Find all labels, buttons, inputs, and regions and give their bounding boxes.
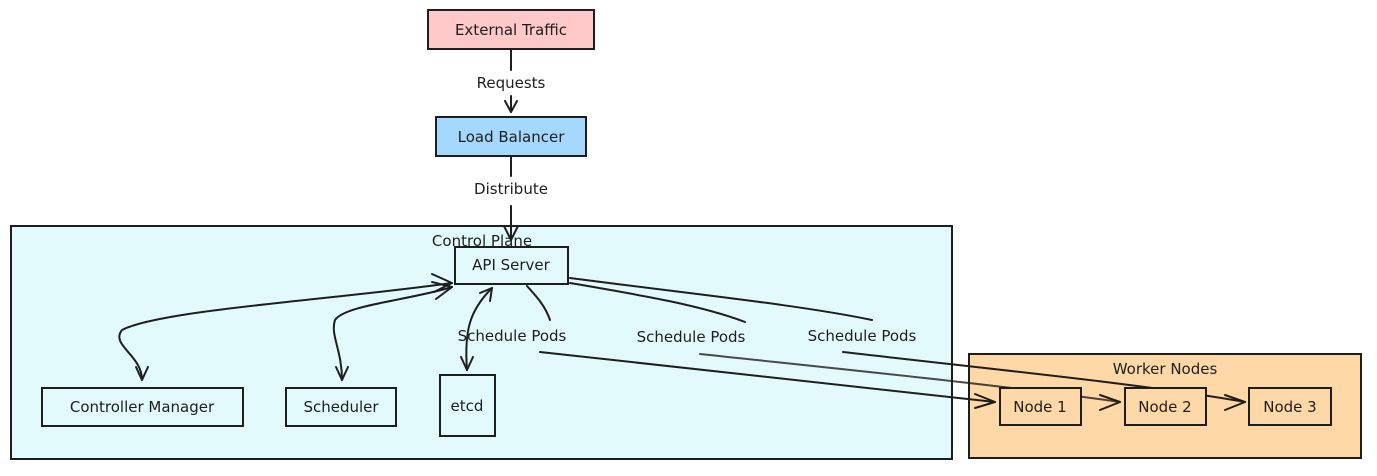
arrowhead-icon xyxy=(479,287,493,302)
edge-distribute-label: Distribute xyxy=(474,180,548,198)
arrowhead-icon xyxy=(431,281,453,300)
edge-schedule2-label: Schedule Pods xyxy=(637,328,746,346)
edge-scheduler-api-line xyxy=(332,286,453,381)
arrowhead-icon xyxy=(974,393,996,409)
node-api-server[interactable]: API Server xyxy=(454,246,569,285)
node-external-traffic-label: External Traffic xyxy=(455,21,567,39)
edge-etcd-api-line xyxy=(465,287,493,371)
node-node3-label: Node 3 xyxy=(1263,398,1316,416)
edge-distribute[interactable]: Distribute xyxy=(474,156,548,241)
edge-scheduler-api[interactable] xyxy=(332,281,453,381)
node-etcd[interactable]: etcd xyxy=(439,374,496,437)
node-etcd-box xyxy=(439,374,496,437)
arrowhead-icon xyxy=(504,100,518,113)
edge-schedule1-label: Schedule Pods xyxy=(458,327,567,345)
node-api-server-label: API Server xyxy=(472,256,551,274)
edge-requests-label: Requests xyxy=(477,74,546,92)
node-etcd-label: etcd xyxy=(451,397,484,415)
node-node2-label: Node 2 xyxy=(1138,398,1191,416)
node-api-server-box xyxy=(454,246,569,285)
node-node2-box xyxy=(1124,387,1207,426)
edge-schedule3-label: Schedule Pods xyxy=(808,327,917,345)
node-node3-box xyxy=(1248,387,1332,426)
node-controller-manager-label: Controller Manager xyxy=(70,398,215,416)
node-load-balancer-box xyxy=(435,116,587,157)
node-node1-label: Node 1 xyxy=(1013,398,1066,416)
node-controller-manager-box xyxy=(41,387,244,427)
node-node1[interactable]: Node 1 xyxy=(999,387,1082,426)
node-scheduler-box xyxy=(285,387,397,427)
edge-schedule-node1[interactable]: Schedule Pods xyxy=(458,285,996,409)
node-scheduler-label: Scheduler xyxy=(303,398,379,416)
node-external-traffic-box xyxy=(427,9,595,50)
arrowhead-icon xyxy=(503,225,519,241)
arrowhead-icon xyxy=(135,366,149,381)
node-scheduler[interactable]: Scheduler xyxy=(285,387,397,427)
edge-etcd-api[interactable] xyxy=(460,287,493,371)
edge-schedule3-line-top xyxy=(569,277,873,321)
node-load-balancer-label: Load Balancer xyxy=(458,128,566,146)
node-node1-box xyxy=(999,387,1082,426)
edge-schedule1-line-bottom xyxy=(539,351,996,403)
node-controller-manager[interactable]: Controller Manager xyxy=(41,387,244,427)
worker-nodes-label: Worker Nodes xyxy=(1113,360,1218,378)
edge-requests[interactable]: Requests xyxy=(477,49,546,113)
node-external-traffic[interactable]: External Traffic xyxy=(427,9,595,50)
node-node2[interactable]: Node 2 xyxy=(1124,387,1207,426)
arrowhead-icon xyxy=(1224,394,1246,411)
arrowhead-icon xyxy=(1099,394,1121,411)
node-node3[interactable]: Node 3 xyxy=(1248,387,1332,426)
edge-cm-api-line xyxy=(118,282,453,381)
edge-schedule2-line-top xyxy=(569,282,746,323)
arrowhead-icon xyxy=(460,356,474,371)
control-plane-label: Control Plane xyxy=(432,232,532,250)
arrowhead-icon xyxy=(431,273,453,293)
arrowhead-icon xyxy=(335,366,349,381)
edge-controller-manager-api[interactable] xyxy=(118,273,453,381)
edge-schedule1-line-top xyxy=(526,285,551,321)
node-load-balancer[interactable]: Load Balancer xyxy=(435,116,587,157)
